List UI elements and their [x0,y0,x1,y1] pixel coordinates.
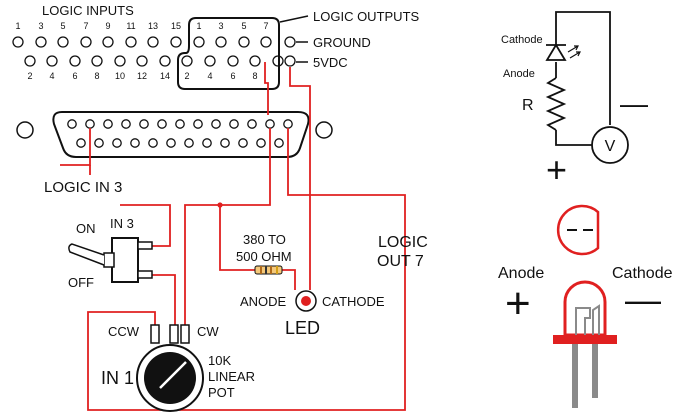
pin-number: 7 [83,21,88,31]
logic-out-line2: OUT 7 [377,253,424,270]
pin-number: 9 [105,21,110,31]
led-flange [553,335,617,344]
resistor-label-line2: 500 OHM [236,249,292,264]
pin-number: 13 [148,21,158,31]
switch-off-label: OFF [68,275,94,290]
pin-number: 7 [263,21,268,31]
logic-inputs-title: LOGIC INPUTS [42,3,134,18]
led-lens [301,296,311,306]
db25-bottom-pins [76,138,284,148]
schematic-plus: + [546,149,567,190]
schematic-wires [545,11,611,146]
resistor-led-assembly: 380 TO 500 OHM ANODE CATHODE LED [236,232,385,338]
led-minus: — [625,279,661,320]
bottom-pin-row [24,55,284,67]
pin-number: 12 [137,71,147,81]
pin-number: 11 [126,21,135,31]
red-wiring [60,62,406,411]
pin-number: 15 [171,21,181,31]
pin-number: 1 [196,21,201,31]
pin-number: 5 [241,21,246,31]
pin-number: 5 [60,21,65,31]
voltmeter-circle [591,126,629,164]
pin-number: 3 [218,21,223,31]
voltmeter-label: V [605,138,616,155]
vdc-pin [284,55,296,67]
input-bottom-numbers: 2 4 6 8 10 12 14 2 4 6 8 [27,71,257,81]
pot-value-line3: POT [208,385,235,400]
switch-body [111,237,139,283]
toggle-switch: ON IN 3 OFF [68,216,153,290]
outputs-leader-line [279,15,309,23]
schematic-cathode-label: Cathode [501,34,543,46]
ground-label: GROUND [313,35,371,50]
logic-outputs-label: LOGIC OUTPUTS [313,9,420,24]
vdc-label: 5VDC [313,55,348,70]
led-pictorial: Anode Cathode + — [498,204,673,408]
led-plus: + [505,279,531,328]
schematic-resistor-label: R [522,97,534,114]
led-cathode-label: Cathode [612,265,673,282]
resistor-label-line1: 380 TO [243,232,286,247]
pin-number: 1 [15,21,20,31]
led-anvil [575,307,591,335]
pin-number: 10 [115,71,125,81]
pin-number: 3 [38,21,43,31]
input-top-numbers: 1 3 5 7 9 11 13 15 1 3 5 7 [15,21,268,31]
connector-header: LOGIC INPUTS 1 3 5 7 9 11 13 15 1 3 5 7 [12,3,420,90]
led-test-schematic: Cathode Anode R V + — [501,11,648,190]
switch-terminal-top [137,241,153,250]
schematic-anode-label: Anode [503,68,535,80]
db25-connector [16,111,333,158]
pot-terminal-ccw [150,324,160,344]
switch-terminal-bottom [137,270,153,279]
pin-number: 4 [49,71,54,81]
switch-on-label: ON [76,221,96,236]
db25-top-pins [67,119,293,129]
led-cathode-lead [592,344,598,398]
pin-number: 6 [72,71,77,81]
potentiometer: CCW CW IN 1 10K LINEAR POT [101,324,255,412]
led-anode-label: ANODE [240,294,287,309]
top-pin-row [12,36,296,48]
mount-hole-right [315,121,333,139]
pin-number: 4 [207,71,212,81]
pot-in-label: IN 1 [101,368,134,388]
switch-collar [103,252,115,268]
pot-value-line1: 10K [208,353,231,368]
pin-number: 2 [184,71,189,81]
switch-name-label: IN 3 [110,216,134,231]
led-cathode-label: CATHODE [322,294,385,309]
pin-number: 6 [230,71,235,81]
diode-triangle [545,43,567,61]
schematic-minus: — [620,88,648,119]
logic-in-label: LOGIC IN 3 [44,179,122,196]
pot-cw-label: CW [197,324,219,339]
pot-terminal-wiper [169,324,179,344]
pot-terminal-cw [180,324,190,344]
light-emission-arrows [567,45,581,59]
resistor-bands [260,266,278,274]
pin-number: 2 [27,71,32,81]
logic-out-line1: LOGIC [378,234,428,251]
led-anode-label: Anode [498,265,544,282]
led-top-view [556,204,600,256]
pot-ccw-label: CCW [108,324,140,339]
pot-value-line2: LINEAR [208,369,255,384]
switch-lever [68,243,105,266]
pot-indicator [159,361,187,389]
pin-number: 14 [160,71,170,81]
logic-outputs-bracket [177,17,280,90]
wire-junction [217,202,223,208]
pin-number: 8 [94,71,99,81]
pin-number: 8 [252,71,257,81]
mount-hole-left [16,121,34,139]
led-post [592,304,600,335]
led-anode-lead [572,344,578,408]
led-label: LED [285,318,320,338]
